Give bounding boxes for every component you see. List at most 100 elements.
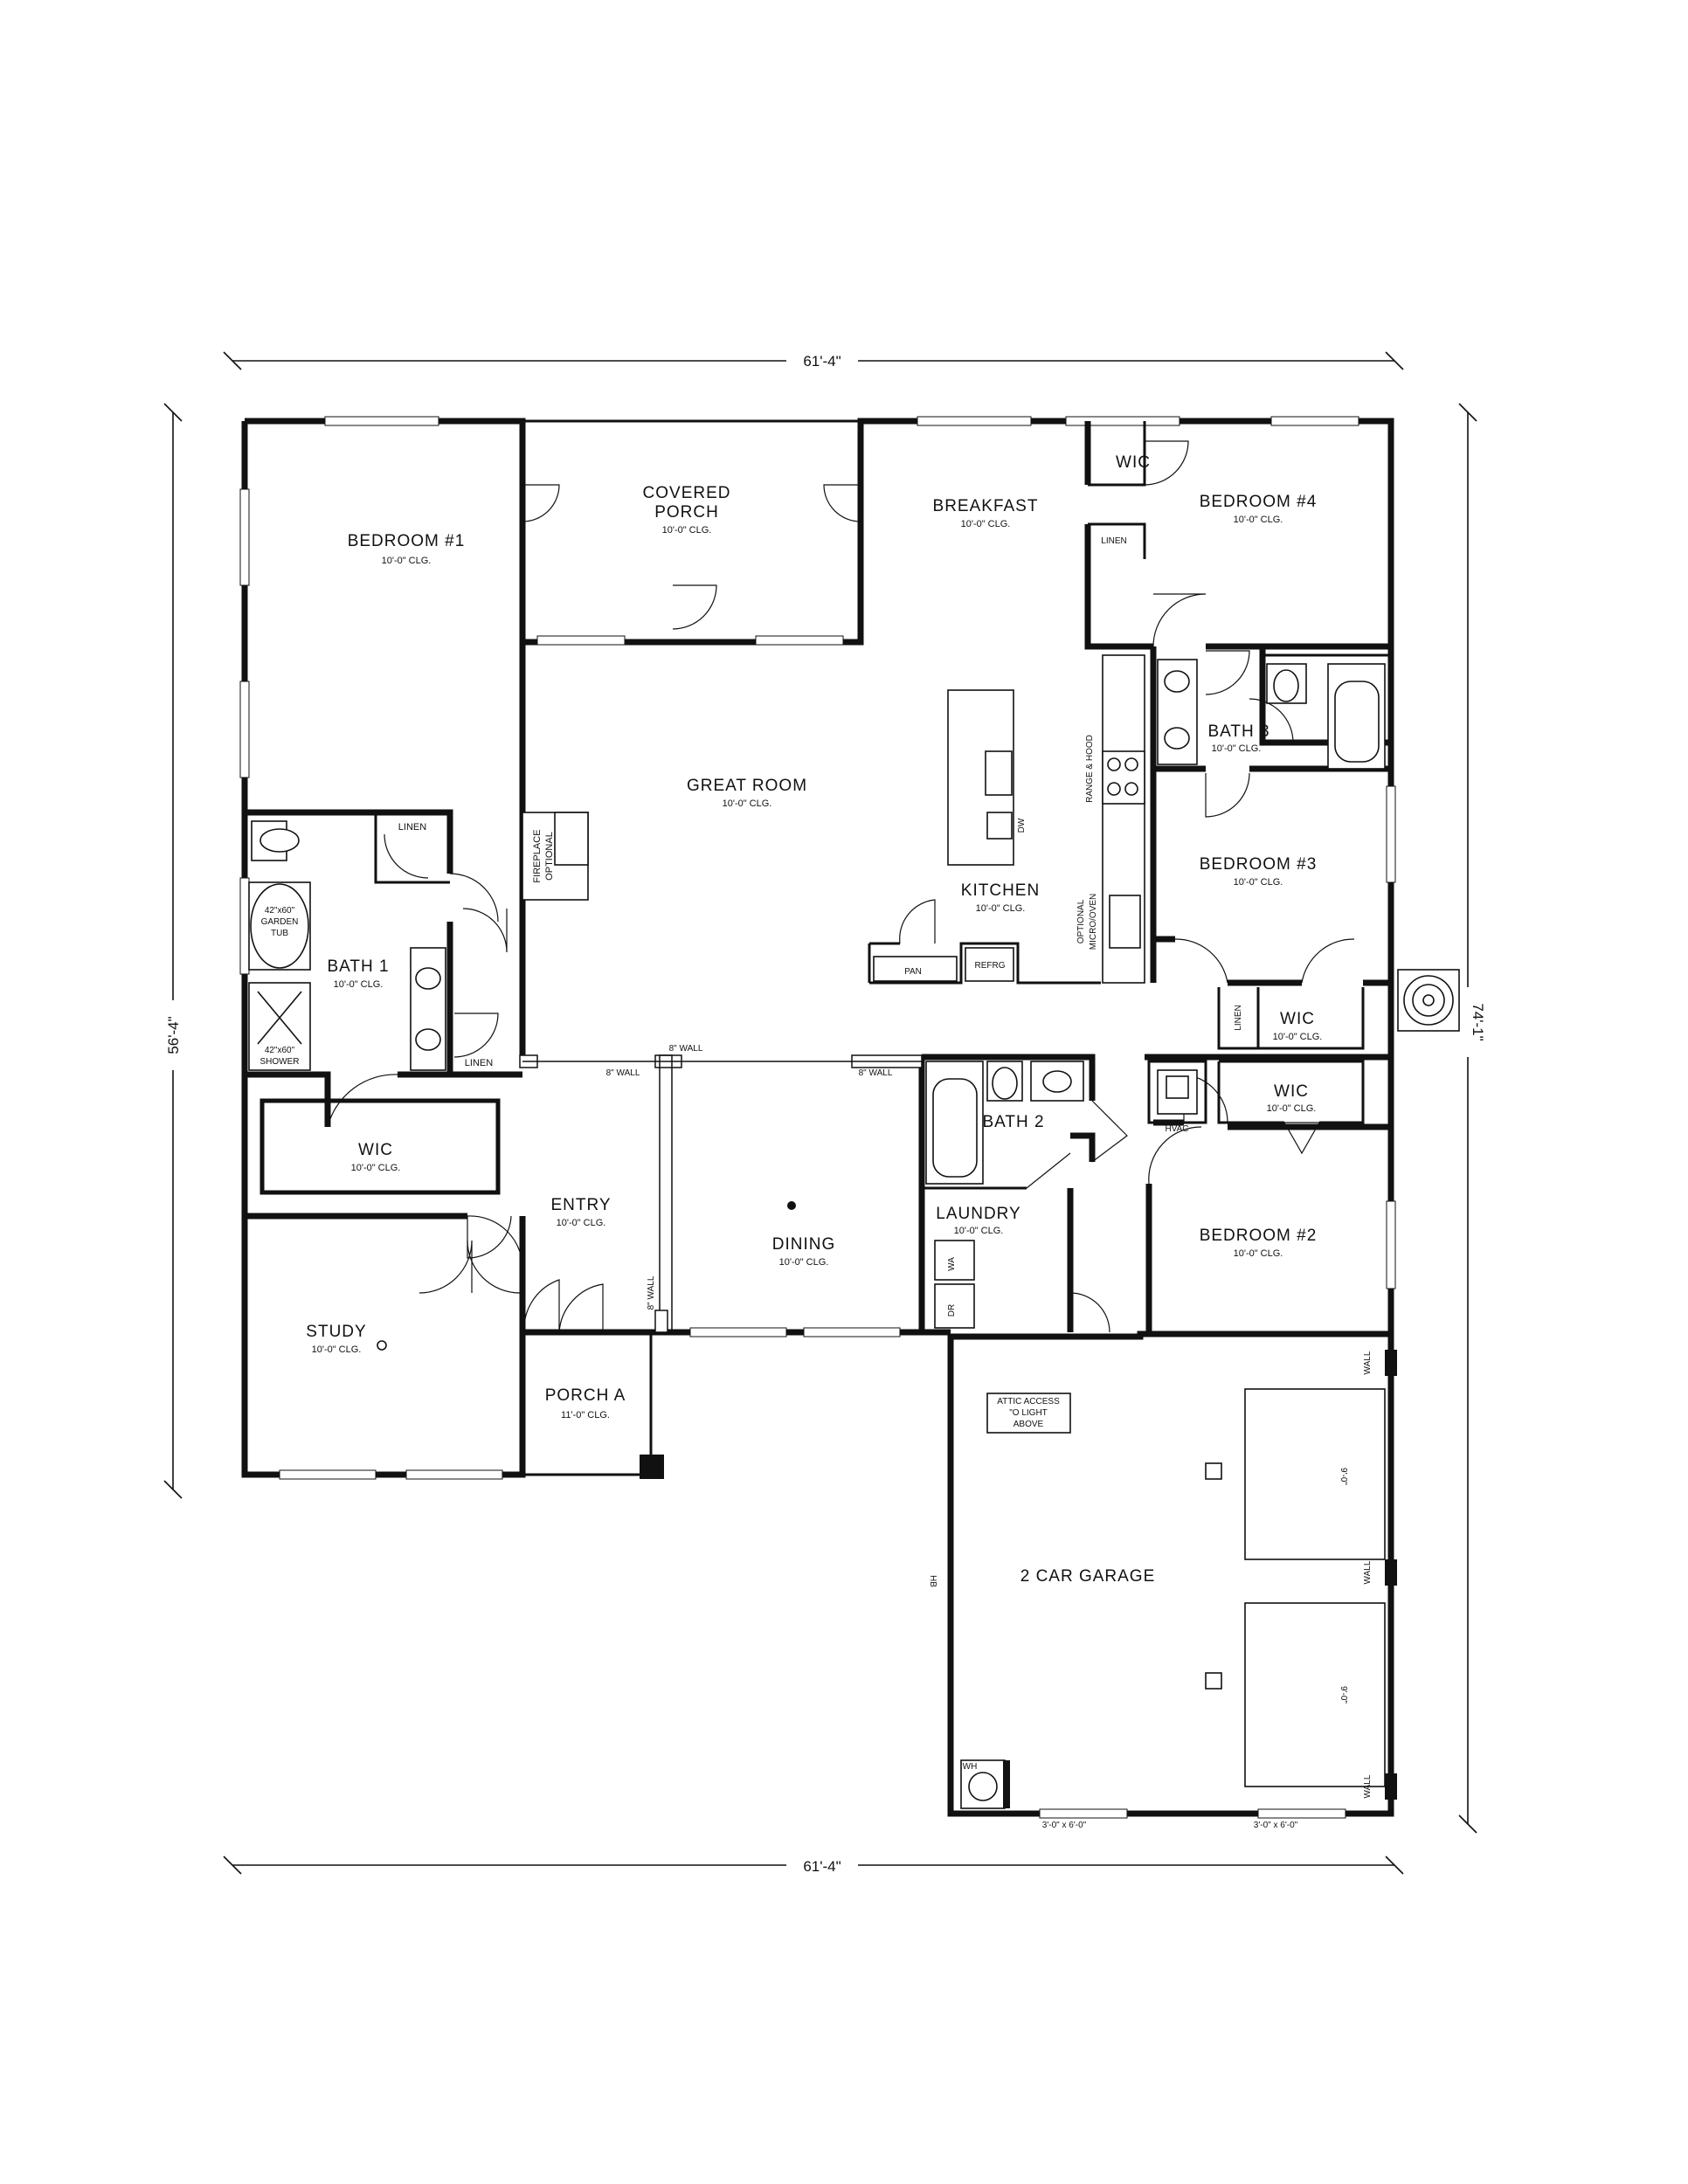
dining-light bbox=[787, 1201, 796, 1210]
label-wall-a: WALL bbox=[1363, 1351, 1373, 1374]
label-bedroom3: BEDROOM #3 bbox=[1200, 855, 1318, 874]
refrigerator bbox=[965, 947, 1014, 982]
label-breakfast-clg: 10'-0" CLG. bbox=[961, 519, 1011, 529]
windows bbox=[239, 416, 1396, 1819]
range bbox=[1102, 750, 1145, 805]
label-wall-c: WALL bbox=[1363, 1774, 1373, 1798]
label-laundry: LAUNDRY bbox=[936, 1205, 1020, 1223]
microwave-oven bbox=[1109, 895, 1141, 949]
washer bbox=[934, 1240, 975, 1281]
label-tub-garden: GARDEN bbox=[261, 917, 299, 927]
label-covered-porch-1: COVERED bbox=[643, 484, 731, 502]
eight-inch-walls bbox=[519, 1054, 923, 1479]
label-bedroom2: BEDROOM #2 bbox=[1200, 1227, 1318, 1245]
garage-door-bay-2 bbox=[1244, 1602, 1386, 1787]
label-range-hood: RANGE & HOOD bbox=[1085, 735, 1095, 803]
dim-top-width: 61'-4" bbox=[803, 353, 841, 370]
label-wic-master: WIC bbox=[358, 1141, 393, 1159]
label-garage-door-1: 9'-0" bbox=[1339, 1468, 1348, 1485]
label-attic-light: "O LIGHT bbox=[1009, 1408, 1048, 1418]
label-pan: PAN bbox=[904, 967, 922, 977]
label-bath3: BATH 3 bbox=[1207, 722, 1269, 741]
label-kitchen-clg: 10'-0" CLG. bbox=[976, 903, 1026, 914]
label-wic-bed3-clg: 10'-0" CLG. bbox=[1273, 1032, 1323, 1042]
label-study: STUDY bbox=[306, 1323, 366, 1341]
label-entry-clg: 10'-0" CLG. bbox=[557, 1218, 606, 1228]
label-bath1-clg: 10'-0" CLG. bbox=[334, 979, 384, 990]
label-tub: TUB bbox=[271, 929, 288, 938]
label-hose-bib: HB bbox=[928, 1575, 937, 1587]
label-entry: ENTRY bbox=[550, 1196, 611, 1214]
dim-bottom-width: 61'-4" bbox=[803, 1858, 841, 1875]
label-washer: WA bbox=[947, 1257, 957, 1271]
label-wall-b: WALL bbox=[1363, 1560, 1373, 1584]
porch-column bbox=[640, 1455, 664, 1479]
label-linen-bed3: LINEN bbox=[1234, 1005, 1243, 1030]
label-wic-bed3: WIC bbox=[1280, 1010, 1315, 1028]
label-wic-bed2-clg: 10'-0" CLG. bbox=[1267, 1103, 1317, 1114]
label-garage-door-2: 9'-0" bbox=[1339, 1686, 1348, 1704]
label-8-wall-d: 8" WALL bbox=[647, 1275, 656, 1310]
kitchen-sink bbox=[985, 750, 1013, 796]
label-laundry-clg: 10'-0" CLG. bbox=[954, 1226, 1004, 1236]
label-micro-oven: MICRO/OVEN bbox=[1089, 894, 1098, 950]
label-wic-bed2: WIC bbox=[1274, 1082, 1309, 1101]
label-bath1: BATH 1 bbox=[327, 957, 389, 976]
label-covered-porch-clg: 10'-0" CLG. bbox=[662, 525, 712, 536]
label-linen-hall: LINEN bbox=[465, 1058, 493, 1068]
label-8-wall-c: 8" WALL bbox=[859, 1068, 893, 1078]
label-linen-master: LINEN bbox=[398, 822, 426, 833]
label-fireplace: FIREPLACE bbox=[532, 829, 543, 882]
fixture-labels: LINEN LINEN LINEN LINEN 42"x60" GARDEN T… bbox=[260, 536, 1373, 1830]
dimension-lines bbox=[163, 351, 1477, 1875]
label-dining-clg: 10'-0" CLG. bbox=[779, 1257, 829, 1268]
room-labels: BEDROOM #1 10'-0" CLG. COVERED PORCH 10'… bbox=[306, 453, 1322, 1586]
label-bedroom1-clg: 10'-0" CLG. bbox=[382, 556, 432, 566]
label-great-room-clg: 10'-0" CLG. bbox=[723, 798, 772, 809]
label-porch-a-clg: 11'-0" CLG. bbox=[561, 1410, 610, 1420]
label-shower: SHOWER bbox=[260, 1057, 300, 1067]
label-wic-bed4: WIC bbox=[1116, 453, 1151, 472]
dim-right-depth: 74'-1" bbox=[1470, 1003, 1486, 1040]
label-garage-window-2: 3'-0" x 6'-0" bbox=[1254, 1821, 1298, 1830]
label-bedroom4-clg: 10'-0" CLG. bbox=[1234, 515, 1283, 525]
label-bath2: BATH 2 bbox=[982, 1113, 1044, 1131]
label-bedroom1: BEDROOM #1 bbox=[348, 532, 466, 550]
label-8-wall-a: 8" WALL bbox=[606, 1068, 640, 1078]
dryer bbox=[934, 1283, 975, 1329]
label-kitchen: KITCHEN bbox=[961, 881, 1040, 900]
label-refrg: REFRG bbox=[975, 961, 1006, 971]
attic-access bbox=[986, 1393, 1071, 1434]
label-dining: DINING bbox=[772, 1235, 836, 1254]
fixtures bbox=[248, 654, 1460, 1809]
label-breakfast: BREAKFAST bbox=[933, 497, 1039, 515]
label-bedroom4: BEDROOM #4 bbox=[1200, 493, 1318, 511]
label-fireplace-optional: OPTIONAL bbox=[544, 832, 555, 881]
study-ceiling-fan bbox=[377, 1340, 387, 1351]
label-attic-above: ABOVE bbox=[1013, 1420, 1044, 1429]
label-wic-master-clg: 10'-0" CLG. bbox=[351, 1163, 401, 1173]
label-8-wall-b: 8" WALL bbox=[669, 1044, 703, 1054]
vanity bbox=[410, 947, 446, 1071]
label-bedroom2-clg: 10'-0" CLG. bbox=[1234, 1248, 1283, 1259]
doors bbox=[327, 440, 1355, 1333]
label-study-clg: 10'-0" CLG. bbox=[312, 1344, 362, 1355]
label-hvac: HVAC bbox=[1165, 1124, 1188, 1134]
label-covered-porch-2: PORCH bbox=[654, 503, 719, 522]
label-great-room: GREAT ROOM bbox=[687, 777, 807, 795]
label-garage-window-1: 3'-0" x 6'-0" bbox=[1042, 1821, 1087, 1830]
shower bbox=[248, 982, 311, 1071]
label-shower-size: 42"x60" bbox=[265, 1046, 295, 1055]
label-porch-a: PORCH A bbox=[545, 1386, 626, 1405]
label-bath3-clg: 10'-0" CLG. bbox=[1212, 743, 1262, 754]
dim-left-depth: 56'-4" bbox=[165, 1016, 182, 1054]
label-tub-size: 42"x60" bbox=[265, 906, 295, 916]
label-microwave-optional: OPTIONAL bbox=[1076, 899, 1086, 943]
label-water-heater: WH bbox=[963, 1762, 978, 1772]
garage-door-bay-1 bbox=[1244, 1388, 1386, 1560]
label-bedroom3-clg: 10'-0" CLG. bbox=[1234, 877, 1283, 888]
label-dw: DW bbox=[1017, 818, 1027, 833]
label-dryer: DR bbox=[947, 1304, 957, 1317]
label-linen-bed4: LINEN bbox=[1101, 536, 1126, 546]
